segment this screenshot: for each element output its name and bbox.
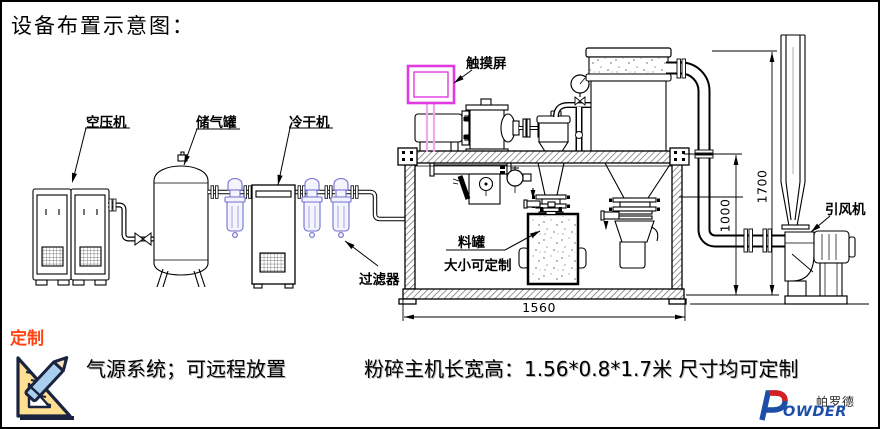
dimension-lines <box>402 50 869 321</box>
dim-duct-height: 1000 <box>717 198 733 233</box>
dim-total-height: 1700 <box>754 169 770 204</box>
cold-dryer-drawing <box>251 184 296 289</box>
frame-interior <box>429 162 672 286</box>
material-tank-drawing <box>526 212 580 286</box>
air-line <box>208 185 405 222</box>
ruler-pencil-icon <box>8 344 80 424</box>
chimney-drawing <box>780 34 810 230</box>
touch-screen-drawing <box>406 64 456 105</box>
label-draft-fan: 引风机 <box>825 202 866 218</box>
brand-name-cn: 帕罗德 <box>816 395 856 409</box>
powder-p-logo-icon <box>757 389 789 423</box>
label-material-tank: 料罐 <box>458 235 485 251</box>
label-filter: 过滤器 <box>359 272 400 288</box>
dust-collector-drawing <box>585 47 672 152</box>
dim-frame-width: 1560 <box>522 300 556 315</box>
label-air-compressor: 空压机 <box>86 115 127 131</box>
machine-size-note: 粉碎主机长宽高：1.56*0.8*1.7米 尺寸均可定制 <box>364 357 799 381</box>
brand-name-en: OWDER <box>783 404 847 420</box>
air-tank-drawing <box>153 151 209 288</box>
air-system-note: 气源系统；可远程放置 <box>86 357 286 381</box>
label-material-tank-note: 大小可定制 <box>444 258 512 274</box>
custom-tag: 定制 <box>10 329 44 349</box>
label-cold-dryer: 冷干机 <box>289 115 330 131</box>
touch-screen-stand <box>425 103 436 152</box>
filter-drawings <box>224 177 352 238</box>
label-touch-screen: 触摸屏 <box>466 56 507 72</box>
draft-fan-drawing <box>784 230 856 305</box>
page-title: 设备布置示意图： <box>11 14 195 38</box>
pressure-gauge-drawing <box>570 74 590 106</box>
label-air-tank: 储气罐 <box>196 115 237 131</box>
air-compressor-drawing <box>32 188 110 286</box>
arrowheads <box>71 52 821 320</box>
cyclone-drawing <box>536 110 571 154</box>
machine-frame-drawing <box>397 147 690 305</box>
